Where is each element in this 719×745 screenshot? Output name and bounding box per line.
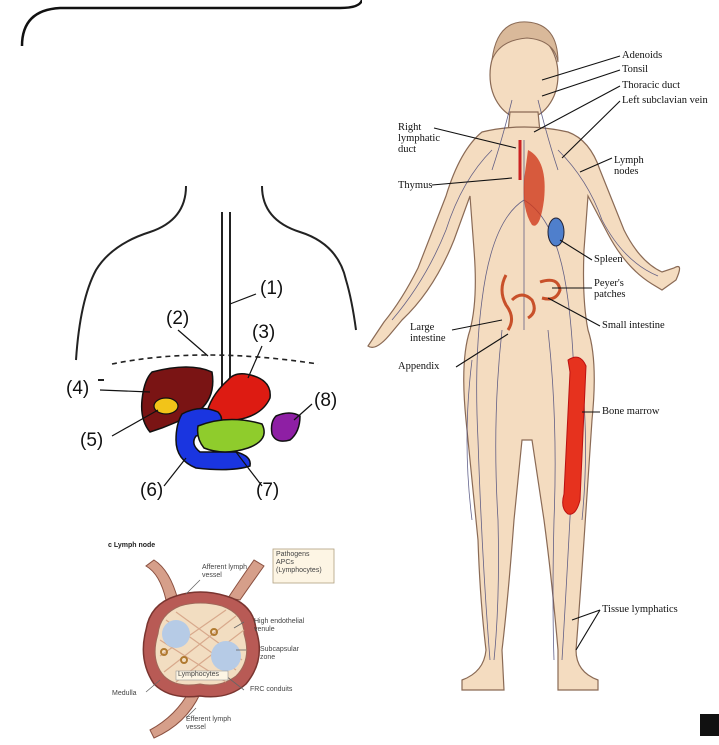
label-lymphocytes: Lymphocytes <box>178 671 219 679</box>
lymph-node-diagram <box>0 0 360 745</box>
label-frc-conduits: FRC conduits <box>250 686 292 694</box>
label-right-lymphatic-duct: Right lymphatic duct <box>398 122 440 155</box>
label-lymph-nodes: Lymph nodes <box>614 155 644 177</box>
label-tissue-lymphatics: Tissue lymphatics <box>602 604 678 615</box>
label-bone-marrow: Bone marrow <box>602 406 659 417</box>
label-small-intestine: Small intestine <box>602 320 665 331</box>
label-tonsil: Tonsil <box>622 64 648 75</box>
label-left-subclavian-vein: Left subclavian vein <box>622 95 708 106</box>
corner-mark <box>700 714 719 736</box>
label-thoracic-duct: Thoracic duct <box>622 80 680 91</box>
label-thymus: Thymus <box>398 180 432 191</box>
human-body-illustration <box>362 0 719 745</box>
lymphatic-system-figure: Adenoids Tonsil Thoracic duct Left subcl… <box>362 0 719 745</box>
label-spleen: Spleen <box>594 254 623 265</box>
lymph-node-title: c Lymph node <box>108 542 155 550</box>
label-large-intestine: Large intestine <box>410 322 446 344</box>
label-appendix: Appendix <box>398 361 439 372</box>
label-medulla: Medulla <box>112 690 137 698</box>
label-adenoids: Adenoids <box>622 50 662 61</box>
label-peyers-patches: Peyer's patches <box>594 278 626 300</box>
